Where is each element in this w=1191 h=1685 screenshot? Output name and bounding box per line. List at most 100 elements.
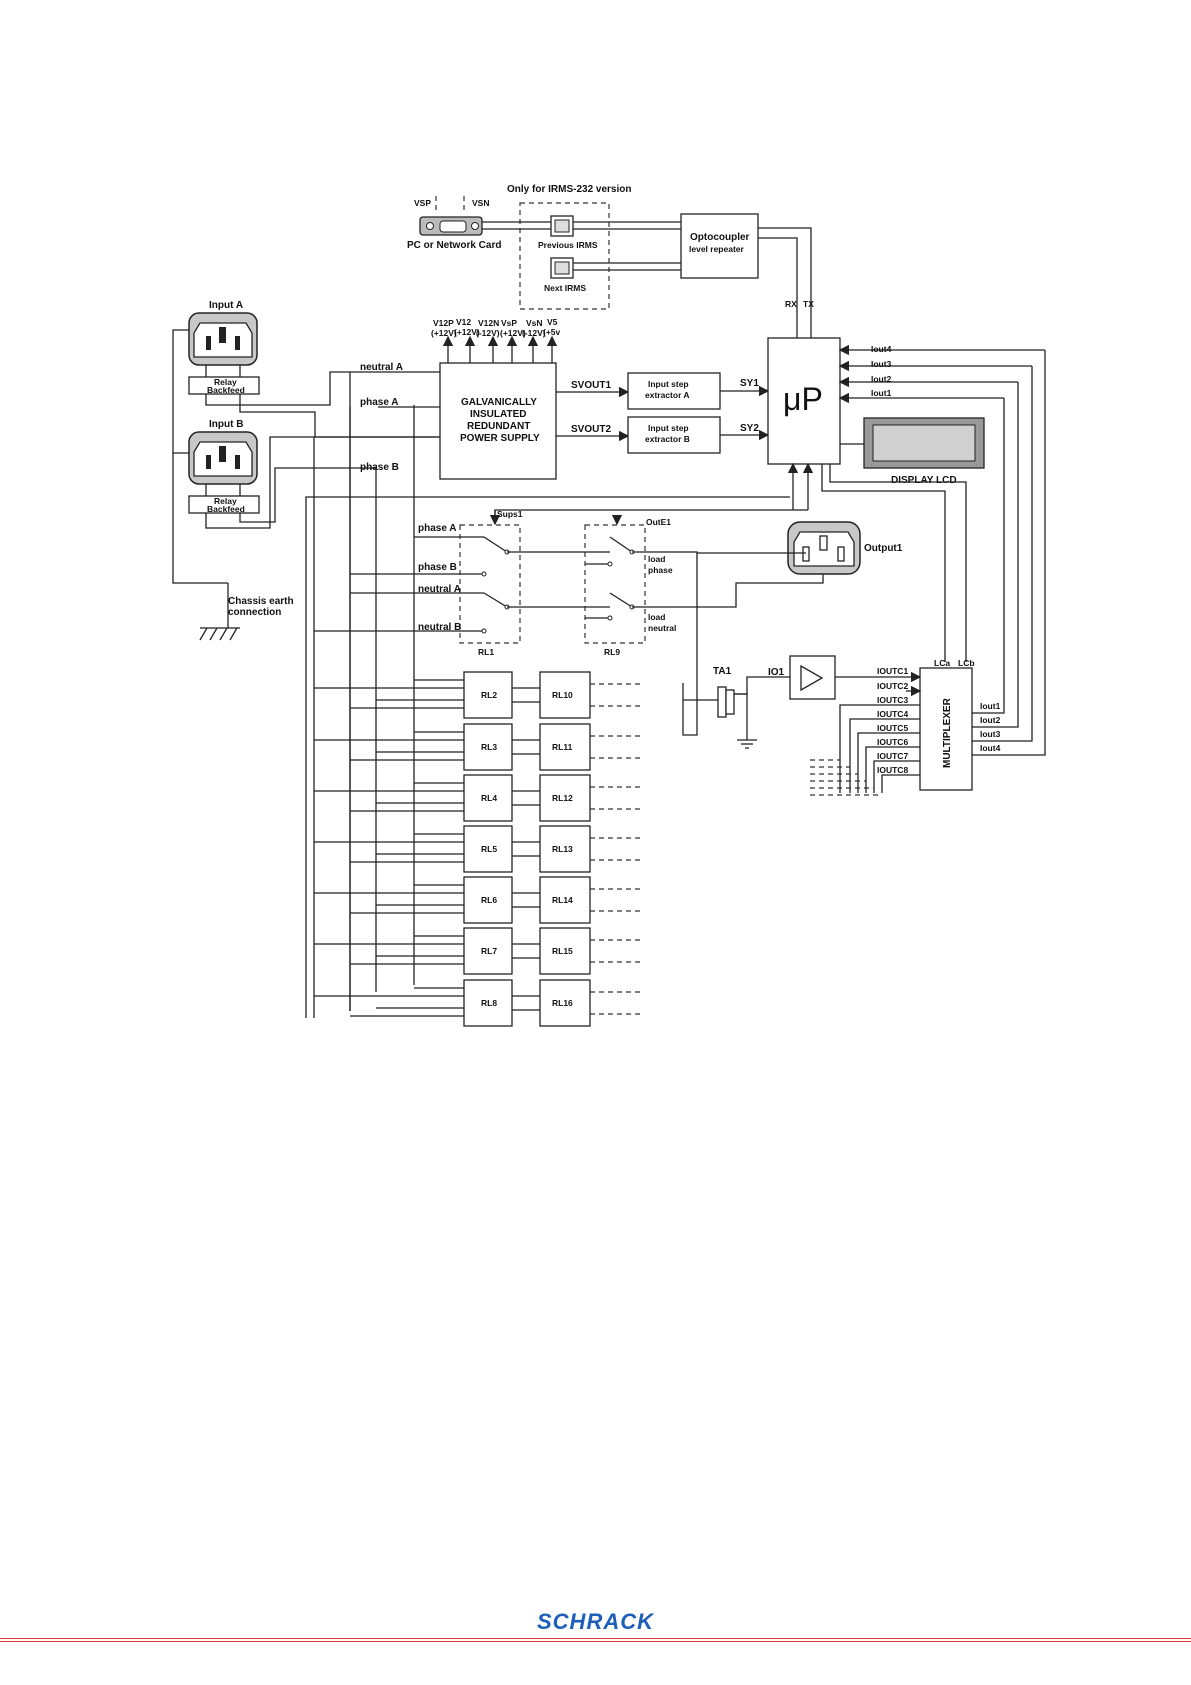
switch-neutral-a-label: neutral A bbox=[418, 584, 461, 595]
relay-box-right bbox=[539, 927, 591, 975]
current-transformer-icon bbox=[683, 686, 735, 718]
rl1-label: RL1 bbox=[478, 647, 494, 657]
relay-box-right bbox=[539, 671, 591, 719]
relay-box-right bbox=[539, 774, 591, 822]
relay-label-left: RL5 bbox=[481, 844, 497, 854]
tx-label: TX bbox=[803, 299, 814, 309]
output-socket-icon bbox=[787, 521, 861, 575]
microprocessor-box bbox=[767, 337, 841, 465]
rail-vsn-value: (-12V) bbox=[522, 328, 546, 338]
iout2-out-label: Iout2 bbox=[980, 715, 1001, 725]
ioutc2-label: IOUTC2 bbox=[877, 681, 908, 691]
irms232-dashed-box bbox=[519, 202, 610, 310]
output1-label: Output1 bbox=[864, 543, 903, 554]
iout-inputs bbox=[838, 344, 1046, 756]
ground-symbol-icon bbox=[199, 627, 240, 641]
ioutc3-label: IOUTC3 bbox=[877, 695, 908, 705]
relay-box-left bbox=[463, 927, 513, 975]
iout2-in-label: Iout2 bbox=[871, 374, 892, 384]
rail-v12-value: (+12V) bbox=[454, 327, 480, 337]
relay-box-right bbox=[539, 723, 591, 771]
ioutc5-label: IOUTC5 bbox=[877, 723, 908, 733]
switch-phase-a-label: phase A bbox=[418, 523, 457, 534]
input-a-label: Input A bbox=[209, 300, 243, 311]
svout2-label: SVOUT2 bbox=[571, 424, 611, 435]
ioutc4-label: IOUTC4 bbox=[877, 709, 908, 719]
ioutc7-label: IOUTC7 bbox=[877, 751, 908, 761]
load-neutral-label: load bbox=[648, 612, 665, 622]
input-step-extractor-a bbox=[627, 372, 721, 410]
pc-card-label: PC or Network Card bbox=[407, 240, 501, 251]
psu-line4: POWER SUPPLY bbox=[460, 433, 540, 444]
optocoupler-sublabel: level repeater bbox=[689, 244, 745, 254]
amplifier-icon bbox=[800, 664, 824, 692]
extractor-b-label: Input step bbox=[648, 423, 689, 433]
relay-backfeed-b-box bbox=[188, 495, 260, 514]
ta1-label: TA1 bbox=[713, 666, 732, 677]
load-neutral-sublabel: neutral bbox=[648, 623, 676, 633]
ioutc6-label: IOUTC6 bbox=[877, 737, 908, 747]
svout1-label: SVOUT1 bbox=[571, 380, 611, 391]
relay-box-left bbox=[463, 671, 513, 719]
extractor-a-sublabel: extractor A bbox=[645, 390, 690, 400]
chassis-earth-sublabel: connection bbox=[228, 607, 281, 618]
input-b-label: Input B bbox=[209, 419, 243, 430]
rj45-next-icon bbox=[550, 257, 574, 279]
db9-connector-icon bbox=[419, 216, 483, 236]
microprocessor-label: μP bbox=[783, 381, 823, 417]
psu-line3: REDUNDANT bbox=[467, 421, 530, 432]
relay-box-left bbox=[463, 979, 513, 1027]
ioutc8-label: IOUTC8 bbox=[877, 765, 908, 775]
iec-inlet-a-icon bbox=[188, 312, 258, 366]
relay-backfeed-b-label: Relay bbox=[214, 496, 237, 506]
rl9-contacts bbox=[507, 536, 635, 621]
relay-label-right: RL16 bbox=[552, 998, 573, 1008]
sy1-label: SY1 bbox=[740, 378, 759, 389]
rl1-contacts bbox=[314, 536, 510, 634]
rail-v5: V5 bbox=[547, 317, 558, 327]
relay-box-left bbox=[463, 723, 513, 771]
relay-backfeed-a-box bbox=[188, 376, 260, 395]
relay-box-right bbox=[539, 876, 591, 924]
display-lcd-label: DISPLAY LCD bbox=[891, 475, 957, 486]
relay-box-right bbox=[539, 825, 591, 873]
relay-backfeed-a-label: Relay bbox=[214, 377, 237, 387]
schrack-logo: SCHRACK bbox=[537, 1609, 654, 1634]
iout3-in-label: Iout3 bbox=[871, 359, 892, 369]
vsp-label: VSP bbox=[414, 198, 431, 208]
wire-neutral-a: neutral A bbox=[360, 362, 403, 373]
rl9-dashed-box bbox=[584, 524, 646, 644]
psu-rail-arrows bbox=[442, 335, 558, 363]
ioutc1-label: IOUTC1 bbox=[877, 666, 908, 676]
io1-label: IO1 bbox=[768, 667, 785, 678]
footer-rule-bottom bbox=[0, 1641, 1191, 1642]
footer-rule-top bbox=[0, 1638, 1191, 1639]
relay-label-right: RL13 bbox=[552, 844, 573, 854]
relay-box-left bbox=[463, 774, 513, 822]
rail-vsp: VsP bbox=[501, 318, 517, 328]
iout4-out-label: Iout4 bbox=[980, 743, 1001, 753]
sy2-label: SY2 bbox=[740, 423, 759, 434]
relay-box-left bbox=[463, 876, 513, 924]
load-phase-sublabel: phase bbox=[648, 565, 673, 575]
rail-v12: V12 bbox=[456, 317, 471, 327]
relay-label-right: RL15 bbox=[552, 946, 573, 956]
rail-vsp-value: (+12V) bbox=[500, 328, 526, 338]
lcb-label: LCb bbox=[958, 658, 975, 668]
iec-inlet-b-icon bbox=[188, 431, 258, 485]
relay-label-right: RL11 bbox=[552, 742, 573, 752]
vsn-label: VSN bbox=[472, 198, 489, 208]
psu-line1: GALVANICALLY bbox=[461, 397, 537, 408]
relay-label-left: RL8 bbox=[481, 998, 497, 1008]
rx-label: RX bbox=[785, 299, 797, 309]
extractor-b-sublabel: extractor B bbox=[645, 434, 690, 444]
rj45-previous-icon bbox=[550, 215, 574, 237]
ioutc-lines bbox=[810, 685, 922, 796]
load-phase-label: load bbox=[648, 554, 665, 564]
rail-v12n: V12N bbox=[478, 318, 499, 328]
rail-v12n-value: (-12V) bbox=[476, 328, 500, 338]
relay-label-right: RL10 bbox=[552, 690, 573, 700]
rl9-label: RL9 bbox=[604, 647, 620, 657]
